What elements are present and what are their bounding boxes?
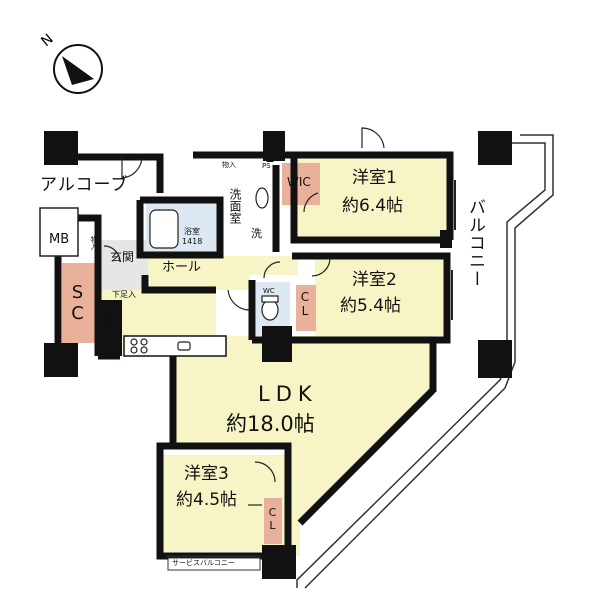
- washbasin: [255, 187, 269, 209]
- sc-fill: [62, 263, 98, 343]
- compass-icon: N: [38, 31, 103, 94]
- hall-fill: [148, 256, 298, 275]
- columns: [44, 131, 512, 579]
- cl2-fill: [296, 285, 316, 331]
- service-balcony-strip: [167, 557, 261, 571]
- washroom-fill: [220, 172, 276, 244]
- bathtub: [149, 209, 179, 249]
- corridor-fill: [150, 275, 250, 290]
- kitchen-counter: [123, 335, 227, 357]
- svg-text:N: N: [38, 31, 56, 50]
- room-western3-fill: [160, 455, 288, 552]
- wic-fill: [282, 163, 320, 205]
- toilet: [261, 299, 279, 321]
- room-western1-fill: [298, 157, 450, 240]
- room-western2-fill: [315, 256, 447, 336]
- cl3-fill: [264, 498, 282, 544]
- fixtures: [39, 127, 456, 557]
